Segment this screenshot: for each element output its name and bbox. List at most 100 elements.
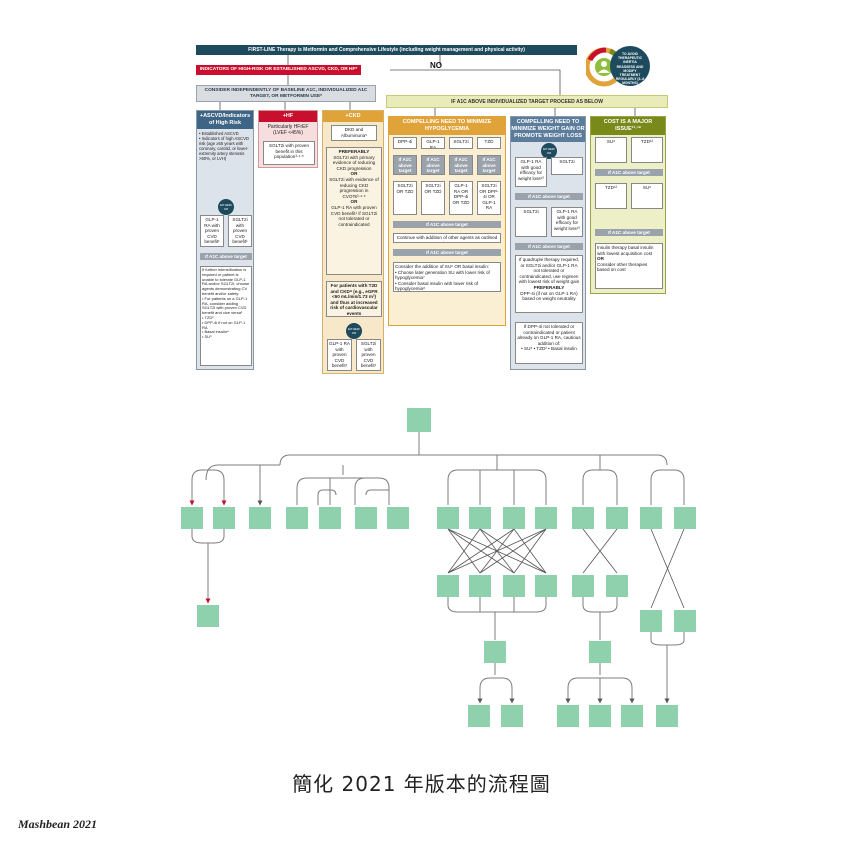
node-ascvd-2	[213, 507, 235, 529]
node-hypo-2	[469, 507, 491, 529]
consider-bar: CONSIDER INDEPENDENTLY OF BASELINE A1C, …	[196, 85, 376, 102]
weight-last-list: • SU⁶ • TZD² • Basal insulin	[521, 346, 577, 352]
ckd-either-or: EITHER/ OR	[346, 323, 362, 339]
node-hypo-6	[469, 575, 491, 597]
ckd-column: +CKD DKD and Albuminuria⁵ PREFERABLY SGL…	[322, 110, 384, 374]
hypo-consider-title: Consider the addition of SU⁶ OR basal in…	[395, 264, 490, 269]
ascvd-further-text: If further intensification is required o…	[202, 267, 250, 296]
proceed-bar: IF A1C ABOVE INDIVIDUALIZED TARGET PROCE…	[386, 95, 668, 108]
node-ascvd-1	[181, 507, 203, 529]
weight-preferably: PREFERABLY	[533, 284, 565, 290]
caption: 簡化 2021 年版本的流程圖	[292, 772, 551, 796]
hypo-second-4: SGLT2i OR DPP-4i OR GLP-1 RA	[477, 181, 501, 215]
ckd-header: +CKD	[323, 111, 383, 122]
ckd-sglt2: SGLT2i with proven CVD benefit¹	[356, 339, 381, 371]
node-ckd-2	[319, 507, 341, 529]
cost-insulin-text: Insulin therapy basal insulin with lowes…	[597, 245, 654, 256]
hypo-second-2: SGLT2i OR TZD	[421, 181, 445, 215]
hypo-drug-1: DPP-4i	[393, 137, 417, 149]
cost-consider: Consider other therapies based on cost	[597, 261, 648, 273]
ckd-or-1: OR	[350, 171, 358, 177]
node-hypo-5	[437, 575, 459, 597]
node-cost-5	[656, 705, 678, 727]
node-hypo-4	[535, 507, 557, 529]
ascvd-further: If further intensification is required o…	[200, 266, 252, 366]
weight-last: If DPP-4i not tolerated or contraindicat…	[515, 322, 583, 364]
node-weight-7	[589, 705, 611, 727]
ascvd-sglt2: SGLT2i with proven CVD benefit¹	[228, 215, 252, 247]
node-hypo-10	[468, 705, 490, 727]
ascvd-header: +ASCVD/Indicators of High Risk	[197, 111, 253, 129]
node-ckd-4	[387, 507, 409, 529]
cost-drug-4: SU⁶	[631, 183, 663, 209]
cost-column: COST IS A MAJOR ISSUE¹¹·¹² SU⁶ TZD¹² If …	[590, 116, 666, 294]
hypo-column: COMPELLING NEED TO MINIMIZE HYPOGLYCEMIA…	[388, 116, 506, 326]
weight-sglt2: SGLT2i	[551, 157, 583, 175]
cost-a1c: If A1C above target	[595, 169, 663, 176]
node-hypo-1	[437, 507, 459, 529]
ascvd-glp1: GLP-1 RA with proven CVD benefit¹	[200, 215, 224, 247]
hypo-above-4: If A1C above target	[477, 155, 501, 175]
indicators-bar: INDICATORS OF HIGH-RISK OR ESTABLISHED A…	[196, 65, 361, 75]
ckd-pref-box: PREFERABLY SGLT2i with primary evidence …	[326, 147, 382, 275]
weight-sglt2-b: SGLT2i	[515, 207, 547, 237]
no-label: NO	[430, 61, 442, 70]
node-cost-3	[640, 610, 662, 632]
node-weight-2	[606, 507, 628, 529]
weight-header: COMPELLING NEED TO MINIMIZE WEIGHT GAIN …	[511, 117, 585, 142]
weight-column: COMPELLING NEED TO MINIMIZE WEIGHT GAIN …	[510, 116, 586, 370]
weight-dpp: DPP-4i (if not on GLP-1 RA) based on wei…	[520, 290, 578, 302]
source-connectors	[219, 55, 636, 116]
ascvd-either-or: EITHER/ OR	[218, 199, 234, 215]
hypo-above-2: If A1C above target	[421, 155, 445, 175]
ckd-glp1: GLP-1 RA with proven CVD benefit¹	[327, 339, 352, 371]
first-line-bar: FIRST-LINE Therapy is Metformin and Comp…	[196, 45, 577, 55]
weight-glp1: GLP-1 RA with good efficacy for weight l…	[515, 157, 547, 187]
cost-drug-2: TZD¹²	[631, 137, 663, 163]
node-weight-6	[557, 705, 579, 727]
ascvd-further-list: • For patients on a GLP-1 RA, consider a…	[202, 295, 248, 340]
node-cost-2	[674, 507, 696, 529]
hf-sub: Particularly HFrEF (LVEF <45%)	[267, 124, 309, 136]
ckd-preferably: PREFERABLY	[338, 149, 370, 154]
ckd-t2d: For patients with T2D and CKD⁸ (e.g., eG…	[326, 281, 382, 317]
hypo-above-1: If A1C above target	[393, 155, 417, 175]
node-cost-1	[640, 507, 662, 529]
hypo-consider: Consider the addition of SU⁶ OR basal in…	[393, 262, 501, 292]
node-hypo-11	[501, 705, 523, 727]
cost-header: COST IS A MAJOR ISSUE¹¹·¹²	[591, 117, 665, 135]
hypo-second-3: GLP-1 RA OR DPP-4i OR TZD	[449, 181, 473, 215]
reassess-text: TO AVOID THERAPEUTIC INERTIA REASSESS AN…	[615, 52, 645, 86]
hypo-second-1: SGLT2i OR TZD	[393, 181, 417, 215]
hypo-drug-2: GLP-1 RA	[421, 137, 445, 149]
signature: Mashbean 2021	[18, 817, 98, 831]
ckd-glp-text: GLP-1 RA with proven CVD benefit¹ if SGL…	[330, 204, 378, 227]
node-ckd-1	[286, 507, 308, 529]
weight-a1c: If A1C above target	[515, 193, 583, 200]
node-hypo-8	[535, 575, 557, 597]
node-hypo-3	[503, 507, 525, 529]
weight-glp1-b: GLP-1 RA with good efficacy for weight l…	[551, 207, 583, 237]
weight-last-text: If DPP-4i not tolerated or contraindicat…	[517, 324, 581, 346]
node-cost-4	[674, 610, 696, 632]
reassess-badge: TO AVOID THERAPEUTIC INERTIA REASSESS AN…	[584, 42, 650, 94]
ckd-pref-text: SGLT2i with primary evidence of reducing…	[332, 154, 376, 171]
reassess-cycle-icon	[584, 46, 650, 87]
root-node	[407, 408, 431, 432]
node-weight-1	[572, 507, 594, 529]
weight-a1c-2: If A1C above target	[515, 243, 583, 250]
source-flowchart: FIRST-LINE Therapy is Metformin and Comp…	[190, 40, 668, 385]
weight-either-or: EITHER/ OR	[541, 143, 557, 159]
hypo-continue: Continue with addition of other agents a…	[393, 233, 501, 243]
node-weight-5	[589, 641, 611, 663]
weight-quad: If quadruple therapy required, or SGLT2i…	[515, 255, 583, 313]
hf-header: +HF	[259, 111, 317, 122]
hypo-drug-3: SGLT2i	[449, 137, 473, 149]
weight-quad-text: If quadruple therapy required, or SGLT2i…	[518, 257, 580, 285]
cost-or: OR	[597, 256, 604, 262]
ascvd-bullets: • Established ASCVD • Indicators of high…	[199, 131, 249, 161]
ckd-sglt-text: SGLT2i with evidence of reducing CKD pro…	[329, 176, 379, 199]
hypo-a1c-2: If A1C above target	[393, 221, 501, 228]
hf-column: +HF Particularly HFrEF (LVEF <45%) SGLT2…	[258, 110, 318, 168]
